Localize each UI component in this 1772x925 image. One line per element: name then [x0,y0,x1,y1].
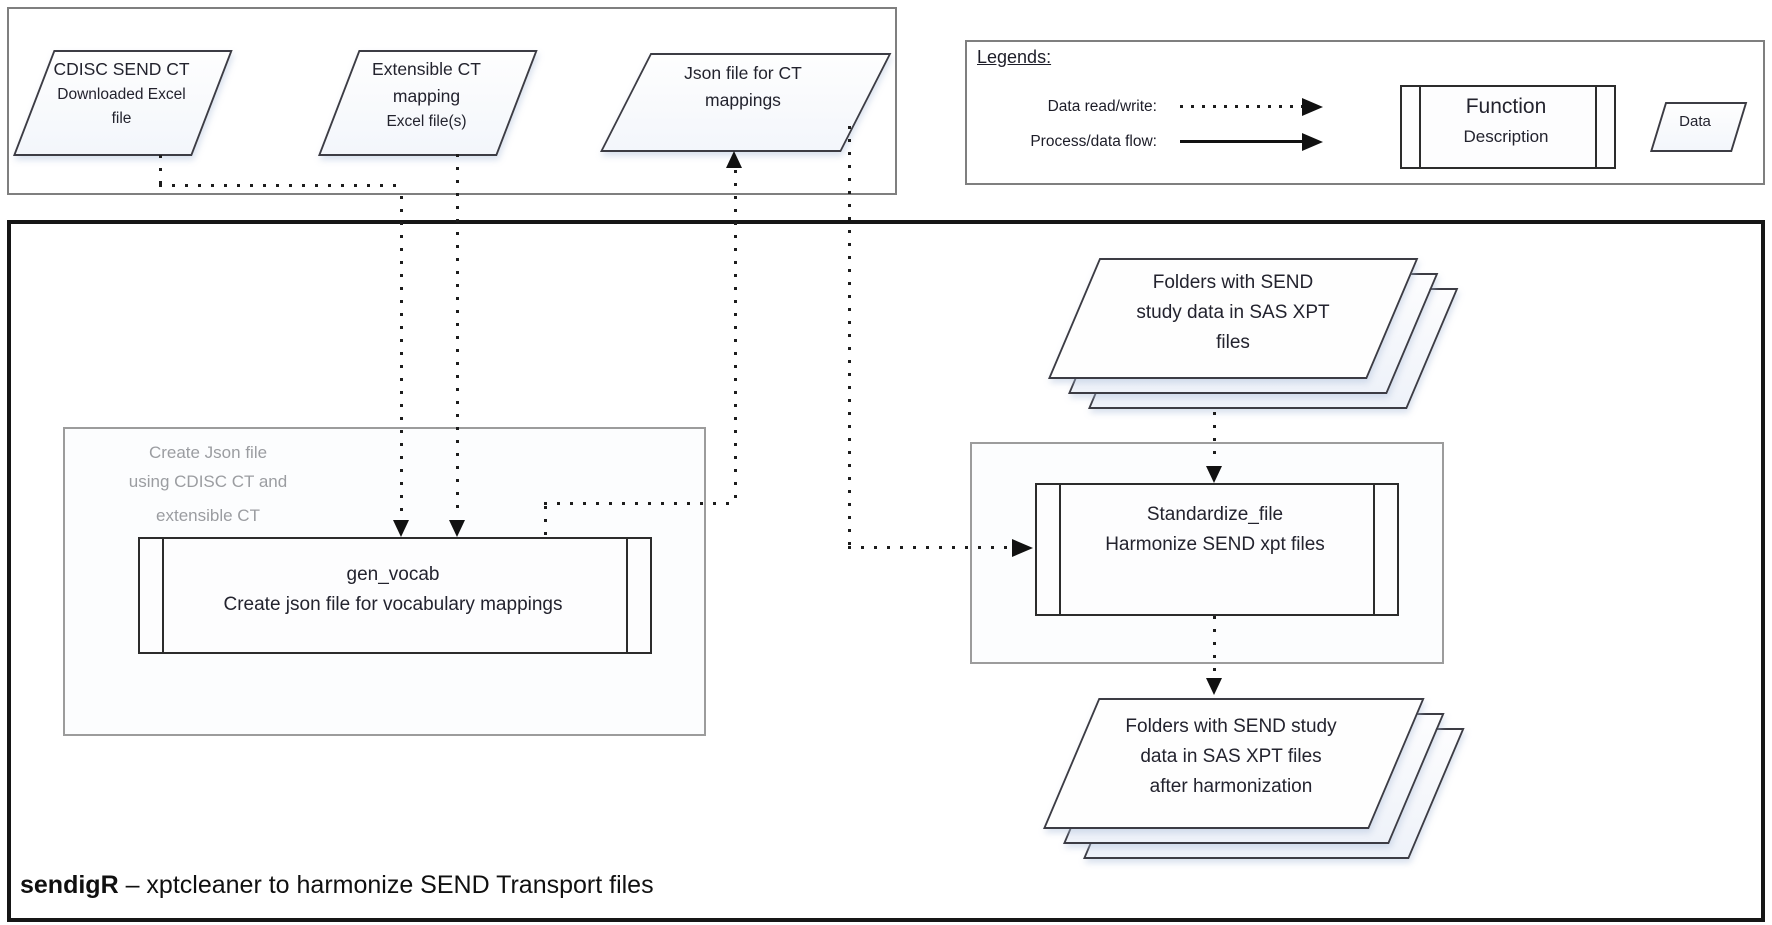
function-right-bar [1595,87,1597,167]
legend-dotted-arrowhead-icon [1302,98,1323,116]
standardize-right-bar [1373,485,1375,614]
connector-cdisc-vertical [400,196,403,518]
group-label-line-1: Create Json file [148,443,268,462]
input-stack-label: Folders with SEND study data in SAS XPT … [1078,268,1388,358]
output-stack-line-2: data in SAS XPT files [1140,746,1322,767]
legend-function-shape [1400,85,1616,169]
standardize-file-label: Standardize_file Harmonize SEND xpt file… [1035,500,1395,560]
connector-output-stack-vertical [1213,616,1216,676]
legend-container [965,40,1765,185]
connector-cdisc-stub [159,155,162,186]
json-line-1: Json file for CT [684,63,802,83]
gen-vocab-label: gen_vocab Create json file for vocabular… [138,560,648,620]
connector-genvocab-vertical [734,170,737,503]
legend-data-label: Data [1679,113,1711,130]
legend-data-rw-label: Data read/write: [1047,98,1157,115]
cdisc-line-1: CDISC SEND CT [53,59,190,79]
connector-extensible-vertical [456,154,459,518]
group-label-line-2: using CDISC CT and [128,472,288,491]
arrowhead-into-genvocab-2-icon [449,520,465,537]
legend-solid-arrowhead-icon [1302,133,1323,151]
gen-vocab-left-bar [162,539,164,652]
legend-dotted-line [1180,105,1302,108]
function-desc: Description [1463,127,1549,146]
standardize-left-bar [1059,485,1061,614]
arrowhead-into-output-stack-icon [1206,678,1222,695]
output-stack-label: Folders with SEND study data in SAS XPT … [1076,712,1386,802]
output-stack-line-3: after harmonization [1149,776,1313,797]
arrowhead-into-standardize-icon [1012,539,1033,557]
input-stack-line-2: study data in SAS XPT [1136,302,1330,323]
extensible-ct-label: Extensible CT mapping Excel file(s) [323,56,530,134]
cdisc-line-3: file [111,110,132,127]
arrowhead-into-json-icon [726,151,742,168]
connector-genvocab-stub [544,506,547,536]
gen-vocab-desc: Create json file for vocabulary mappings [223,594,563,615]
legend-function-label: Function Description [1400,90,1612,150]
gen-vocab-shape [138,537,652,654]
json-file-label: Json file for CT mappings [608,60,878,114]
legend-solid-line [1180,140,1302,143]
standardize-title: Standardize_file [1146,504,1284,525]
extensible-line-1: Extensible CT [372,59,481,79]
arrowhead-input-to-standardize-icon [1206,466,1222,483]
standardize-file-shape [1035,483,1399,616]
sendigr-package-container [7,220,1765,922]
standardize-desc: Harmonize SEND xpt files [1105,534,1325,555]
cdisc-line-2: Downloaded Excel [57,86,186,103]
caption-package-name: sendigR [20,871,119,899]
connector-cdisc-horizontal [159,184,403,187]
connector-input-stack-vertical [1213,412,1216,464]
function-title: Function [1465,95,1547,118]
gen-vocab-right-bar [626,539,628,652]
caption-rest: – xptcleaner to harmonize SEND Transport… [118,871,654,899]
legend-flow-label: Process/data flow: [1030,133,1157,150]
extensible-line-3: Excel file(s) [386,113,467,130]
cdisc-send-ct-label: CDISC SEND CT Downloaded Excel file [18,56,225,131]
diagram-caption: sendigR – xptcleaner to harmonize SEND T… [20,871,654,900]
connector-json-vertical [848,126,851,546]
create-json-group-label: Create Json file using CDISC CT and exte… [92,438,324,530]
gen-vocab-title: gen_vocab [346,564,440,585]
input-stack-line-1: Folders with SEND [1152,272,1314,293]
connector-genvocab-horizontal [544,502,737,505]
arrowhead-into-genvocab-1-icon [393,520,409,537]
function-left-bar [1419,87,1421,167]
legend-title: Legends: [977,47,1052,67]
output-stack-line-1: Folders with SEND study [1125,716,1337,737]
input-stack-line-3: files [1216,332,1250,353]
connector-json-horizontal [848,546,1012,549]
json-line-2: mappings [705,90,781,110]
extensible-line-2: mapping [392,86,461,106]
group-label-line-3: extensible CT [156,506,260,525]
